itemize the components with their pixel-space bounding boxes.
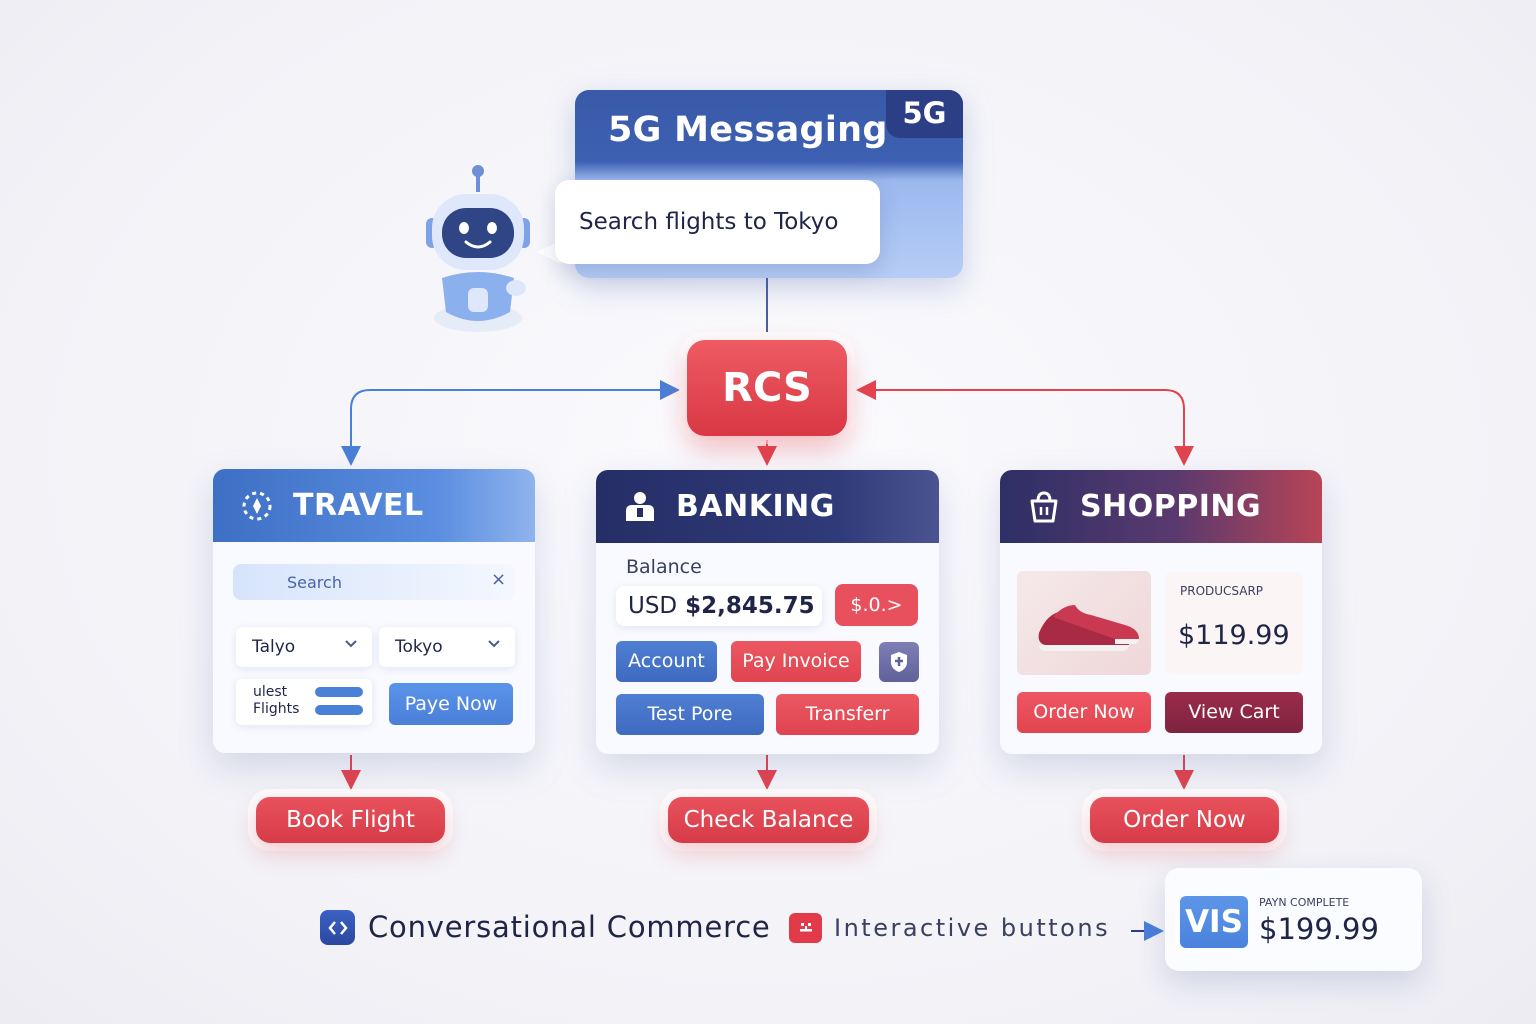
banker-icon xyxy=(620,487,660,527)
balance-chip[interactable]: $.0.> xyxy=(835,584,918,626)
balance-display: USD $2,845.75 xyxy=(616,586,822,626)
close-icon[interactable]: × xyxy=(491,569,507,590)
travel-header: TRAVEL xyxy=(213,469,535,542)
shopping-bag-icon xyxy=(1024,487,1064,527)
shopping-title: SHOPPING xyxy=(1080,489,1262,524)
payment-amount: $199.99 xyxy=(1259,912,1379,946)
robot-icon xyxy=(426,165,530,332)
visa-logo: VIS xyxy=(1180,896,1248,948)
product-price: $119.99 xyxy=(1178,620,1290,651)
sneaker-icon xyxy=(1038,605,1139,651)
pay-now-button[interactable]: Paye Now xyxy=(389,683,513,725)
conversational-commerce-label: Conversational Commerce xyxy=(368,910,771,944)
pay-invoice-button[interactable]: Pay Invoice xyxy=(731,641,861,682)
list-bar-icon xyxy=(315,687,363,697)
banking-card: BANKING Balance USD $2,845.75 $.0.> Acco… xyxy=(596,470,939,754)
compass-icon xyxy=(237,486,277,526)
check-balance-button[interactable]: Check Balance xyxy=(668,797,869,843)
balance-value: $2,845.75 xyxy=(685,593,815,619)
product-label: PRODUCSARP xyxy=(1180,584,1264,598)
shield-icon[interactable] xyxy=(879,642,919,682)
rcs-hub[interactable]: RCS xyxy=(687,340,847,436)
travel-search-placeholder: Search xyxy=(287,572,342,592)
line-rcs-to-shopping xyxy=(856,380,1194,466)
order-now-button[interactable]: Order Now xyxy=(1017,692,1151,733)
view-cart-button[interactable]: View Cart xyxy=(1165,692,1303,733)
book-flight-button[interactable]: Book Flight xyxy=(256,797,445,843)
messaging-title: 5G Messaging xyxy=(608,110,888,150)
flights-list-label: ulest Flights xyxy=(253,684,300,717)
balance-currency: USD xyxy=(628,593,678,619)
shopping-card: SHOPPING PRODUCSARP $119.99 Order Now Vi… xyxy=(1000,470,1322,754)
travel-search-input[interactable]: Search xyxy=(233,564,515,600)
order-now-action-button[interactable]: Order Now xyxy=(1090,797,1279,843)
banking-title: BANKING xyxy=(676,489,835,524)
chat-bubble[interactable]: Search flights to Tokyo xyxy=(555,180,880,264)
interactive-buttons-label: Interactive buttons xyxy=(834,914,1111,942)
chevron-down-icon xyxy=(487,636,501,654)
product-info xyxy=(1165,572,1303,674)
shopping-header: SHOPPING xyxy=(1000,470,1322,543)
5g-badge: 5G xyxy=(886,90,963,138)
payment-card[interactable]: VIS PAYN COMPLETE $199.99 xyxy=(1165,868,1422,971)
balance-label: Balance xyxy=(626,556,702,578)
travel-title: TRAVEL xyxy=(293,488,424,523)
chat-bubble-text: Search flights to Tokyo xyxy=(579,209,839,235)
banking-header: BANKING xyxy=(596,470,939,543)
test-pore-button[interactable]: Test Pore xyxy=(616,694,764,735)
product-image[interactable] xyxy=(1017,571,1151,675)
chat-icon xyxy=(789,913,822,943)
payment-status-label: PAYN COMPLETE xyxy=(1259,896,1350,909)
to-select-value: Tokyo xyxy=(395,637,443,657)
to-select[interactable]: Tokyo xyxy=(379,627,515,667)
from-select-value: Talyo xyxy=(252,637,296,657)
line-rcs-to-travel xyxy=(341,380,680,466)
chevron-down-icon xyxy=(344,636,358,654)
flights-list-item[interactable]: ulest Flights xyxy=(236,679,372,725)
list-bar-icon xyxy=(315,705,363,715)
travel-card: TRAVEL Search × Talyo Tokyo ulest Flight… xyxy=(213,469,535,753)
transfer-button[interactable]: Transferr xyxy=(776,694,919,735)
code-icon xyxy=(320,910,355,945)
account-button[interactable]: Account xyxy=(616,641,717,682)
from-select[interactable]: Talyo xyxy=(236,627,372,667)
